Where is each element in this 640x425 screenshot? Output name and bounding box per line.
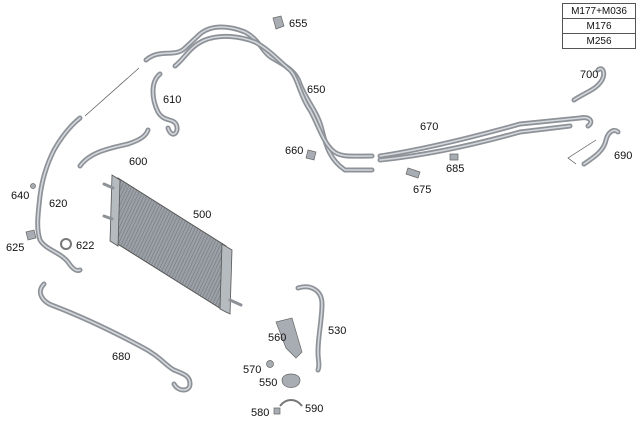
leader-line <box>84 67 140 117</box>
engine-variant-cell: M177+M036 <box>562 3 636 19</box>
hose-690-shape <box>581 127 621 167</box>
part-685-shape <box>449 153 459 161</box>
part-label-625[interactable]: 625 <box>6 242 25 254</box>
part-label-590[interactable]: 590 <box>305 403 324 415</box>
leader-line <box>567 139 597 165</box>
part-675-shape <box>405 167 421 179</box>
part-label-660[interactable]: 660 <box>285 145 304 157</box>
engine-variant-table: M177+M036 M176 M256 <box>562 3 636 49</box>
engine-variant-cell: M256 <box>562 33 636 49</box>
part-label-580[interactable]: 580 <box>251 407 270 419</box>
pump-550-shape <box>281 373 301 388</box>
clip-640-shape <box>30 183 36 189</box>
bolt-580-shape <box>273 407 281 415</box>
part-label-700[interactable]: 700 <box>580 69 599 81</box>
part-label-690[interactable]: 690 <box>614 150 633 162</box>
part-label-550[interactable]: 550 <box>259 377 278 389</box>
bracket-560-shape <box>275 317 303 359</box>
pipe-680-shape <box>37 281 193 393</box>
engine-variant-row: M176 <box>562 18 636 34</box>
part-label-560[interactable]: 560 <box>268 332 287 344</box>
part-570-shape <box>266 360 274 368</box>
part-label-685[interactable]: 685 <box>446 163 465 175</box>
radiator-500-shape <box>102 174 243 315</box>
engine-variant-row: M177+M036 <box>562 3 636 19</box>
part-label-670[interactable]: 670 <box>420 121 439 133</box>
clamp-590-shape <box>279 399 303 407</box>
part-label-655[interactable]: 655 <box>289 18 308 30</box>
part-label-500[interactable]: 500 <box>193 209 212 221</box>
part-label-640[interactable]: 640 <box>11 190 30 202</box>
part-label-620[interactable]: 620 <box>49 198 68 210</box>
fitting-660-shape <box>305 149 317 161</box>
part-label-570[interactable]: 570 <box>243 364 262 376</box>
upper-coolant-hose <box>143 24 375 173</box>
engine-variant-row: M256 <box>562 33 636 49</box>
part-label-610[interactable]: 610 <box>163 94 182 106</box>
part-label-622[interactable]: 622 <box>76 240 95 252</box>
lines-670-shape <box>377 115 594 163</box>
engine-variant-cell: M176 <box>562 18 636 34</box>
part-label-600[interactable]: 600 <box>129 156 148 168</box>
clip-625-shape <box>25 229 37 241</box>
part-label-680[interactable]: 680 <box>112 351 131 363</box>
part-label-675[interactable]: 675 <box>413 184 432 196</box>
part-label-530[interactable]: 530 <box>328 325 347 337</box>
part-label-650[interactable]: 650 <box>307 84 326 96</box>
part-655-shape <box>272 15 285 30</box>
clamp-622-shape <box>60 238 72 250</box>
